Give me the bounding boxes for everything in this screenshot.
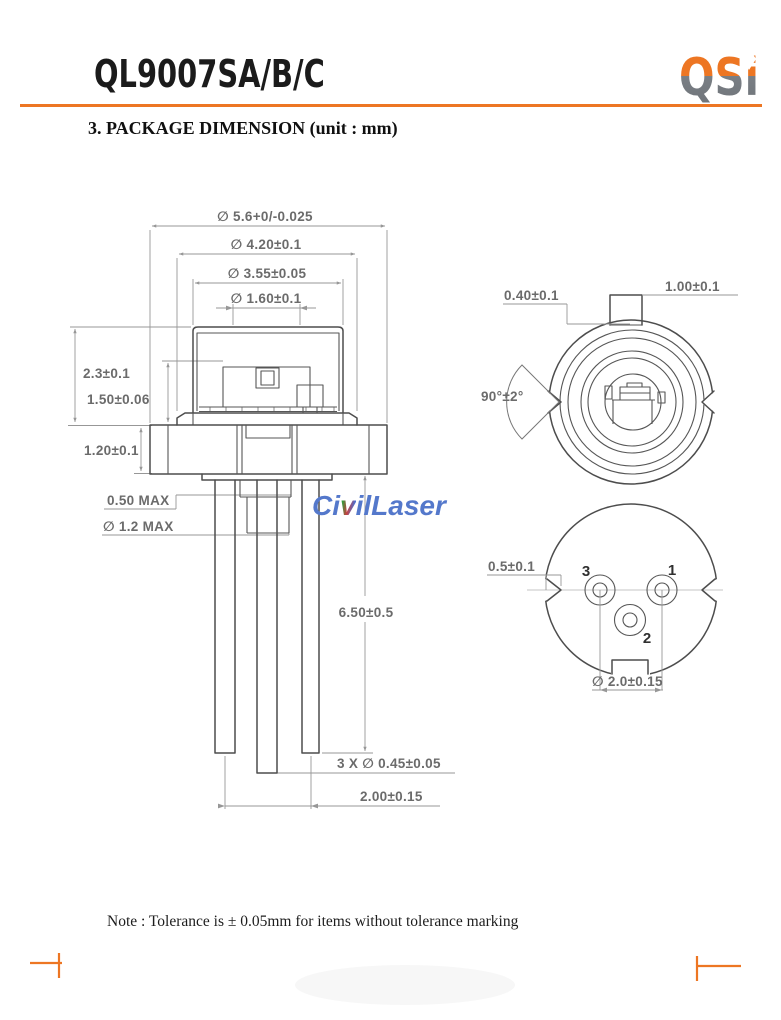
dim-label-cap-base-diameter: ∅ 5.6+0/-0.025 xyxy=(217,209,313,224)
watermark-part1: Ci xyxy=(312,490,340,521)
side-view-internal-parts xyxy=(199,366,337,413)
dim-label-pin-diameter: 3 X ∅ 0.45±0.05 xyxy=(337,756,441,771)
qsi-logo: QSi xyxy=(679,48,759,103)
dim-label-cap-diameter: ∅ 3.55±0.05 xyxy=(228,266,307,281)
dim-label-rim-diameter: ∅ 4.20±0.1 xyxy=(231,237,302,252)
side-view-drawing: ∅ 5.6+0/-0.025 ∅ 4.20±0.1 ∅ 3.55±0.05 ∅ … xyxy=(68,209,455,809)
bottom-view-drawing: 0.5±0.1 ∅ 2.0±0.15 3 1 2 xyxy=(487,503,723,693)
top-view-tab xyxy=(609,294,643,326)
bottom-view-dimension-lines xyxy=(487,574,663,693)
pin-1-label: 1 xyxy=(668,562,676,579)
watermark-v-icon: v xyxy=(340,490,356,521)
top-view-right-notch xyxy=(701,390,715,414)
dim-label-notch-depth: 0.5±0.1 xyxy=(488,559,535,574)
side-view-pins xyxy=(214,479,320,774)
top-view-chip xyxy=(604,382,666,424)
side-view-dimension-lines xyxy=(73,224,455,809)
side-view-cap xyxy=(176,326,358,426)
pin-2-label: 2 xyxy=(643,630,651,647)
dim-label-tab-width: 1.00±0.1 xyxy=(665,279,720,294)
dim-label-tab-height: 0.40±0.1 xyxy=(504,288,559,303)
watermark-part3: ilLaser xyxy=(355,490,446,521)
side-view-extension-lines xyxy=(68,230,388,809)
logo-star-icon xyxy=(742,48,756,70)
top-view-dimension-lines xyxy=(503,294,738,325)
bottom-view-pins xyxy=(584,574,678,637)
top-view-drawing: 0.40±0.1 1.00±0.1 90°±2° xyxy=(481,279,738,485)
page-marks xyxy=(30,953,741,1005)
bottom-view-bottom-notch xyxy=(611,659,649,675)
dim-label-window-height: 1.50±0.06 xyxy=(87,392,150,407)
page-title: QL9007SA/B/C xyxy=(94,52,325,96)
dim-label-cap-height: 2.3±0.1 xyxy=(83,366,130,381)
dim-label-bead-max: ∅ 1.2 MAX xyxy=(103,519,174,534)
civillaser-watermark: CivilLaser xyxy=(312,490,446,522)
pin-3-label: 3 xyxy=(582,563,590,580)
beam-angle-wedge xyxy=(506,364,560,440)
dim-label-window-diameter: ∅ 1.60±0.1 xyxy=(231,291,302,306)
crop-mark-right xyxy=(695,956,741,981)
dim-label-standoff-max: 0.50 MAX xyxy=(107,493,169,508)
dim-label-pin-length: 6.50±0.5 xyxy=(339,605,394,620)
header-divider xyxy=(20,104,762,107)
bottom-view-right-notch xyxy=(701,578,716,602)
dim-label-flange-thickness: 1.20±0.1 xyxy=(84,443,139,458)
side-view-flange xyxy=(149,424,388,481)
bottom-view-left-notch xyxy=(546,578,562,602)
dim-label-pin-circle: ∅ 2.0±0.15 xyxy=(592,674,663,689)
tolerance-note: Note : Tolerance is ± 0.05mm for items w… xyxy=(107,913,519,930)
faded-watermark-blob xyxy=(295,965,515,1005)
crop-mark-left xyxy=(30,953,62,978)
side-view-dimension-labels: ∅ 5.6+0/-0.025 ∅ 4.20±0.1 ∅ 3.55±0.05 ∅ … xyxy=(83,209,441,804)
top-view-dimension-labels: 0.40±0.1 1.00±0.1 90°±2° xyxy=(481,279,720,404)
dim-label-pin-spacing: 2.00±0.15 xyxy=(360,789,423,804)
section-heading: 3. PACKAGE DIMENSION (unit : mm) xyxy=(88,118,398,138)
bottom-view-dimension-labels: 0.5±0.1 ∅ 2.0±0.15 3 1 2 xyxy=(488,559,676,689)
dim-label-beam-angle: 90°±2° xyxy=(481,389,524,404)
